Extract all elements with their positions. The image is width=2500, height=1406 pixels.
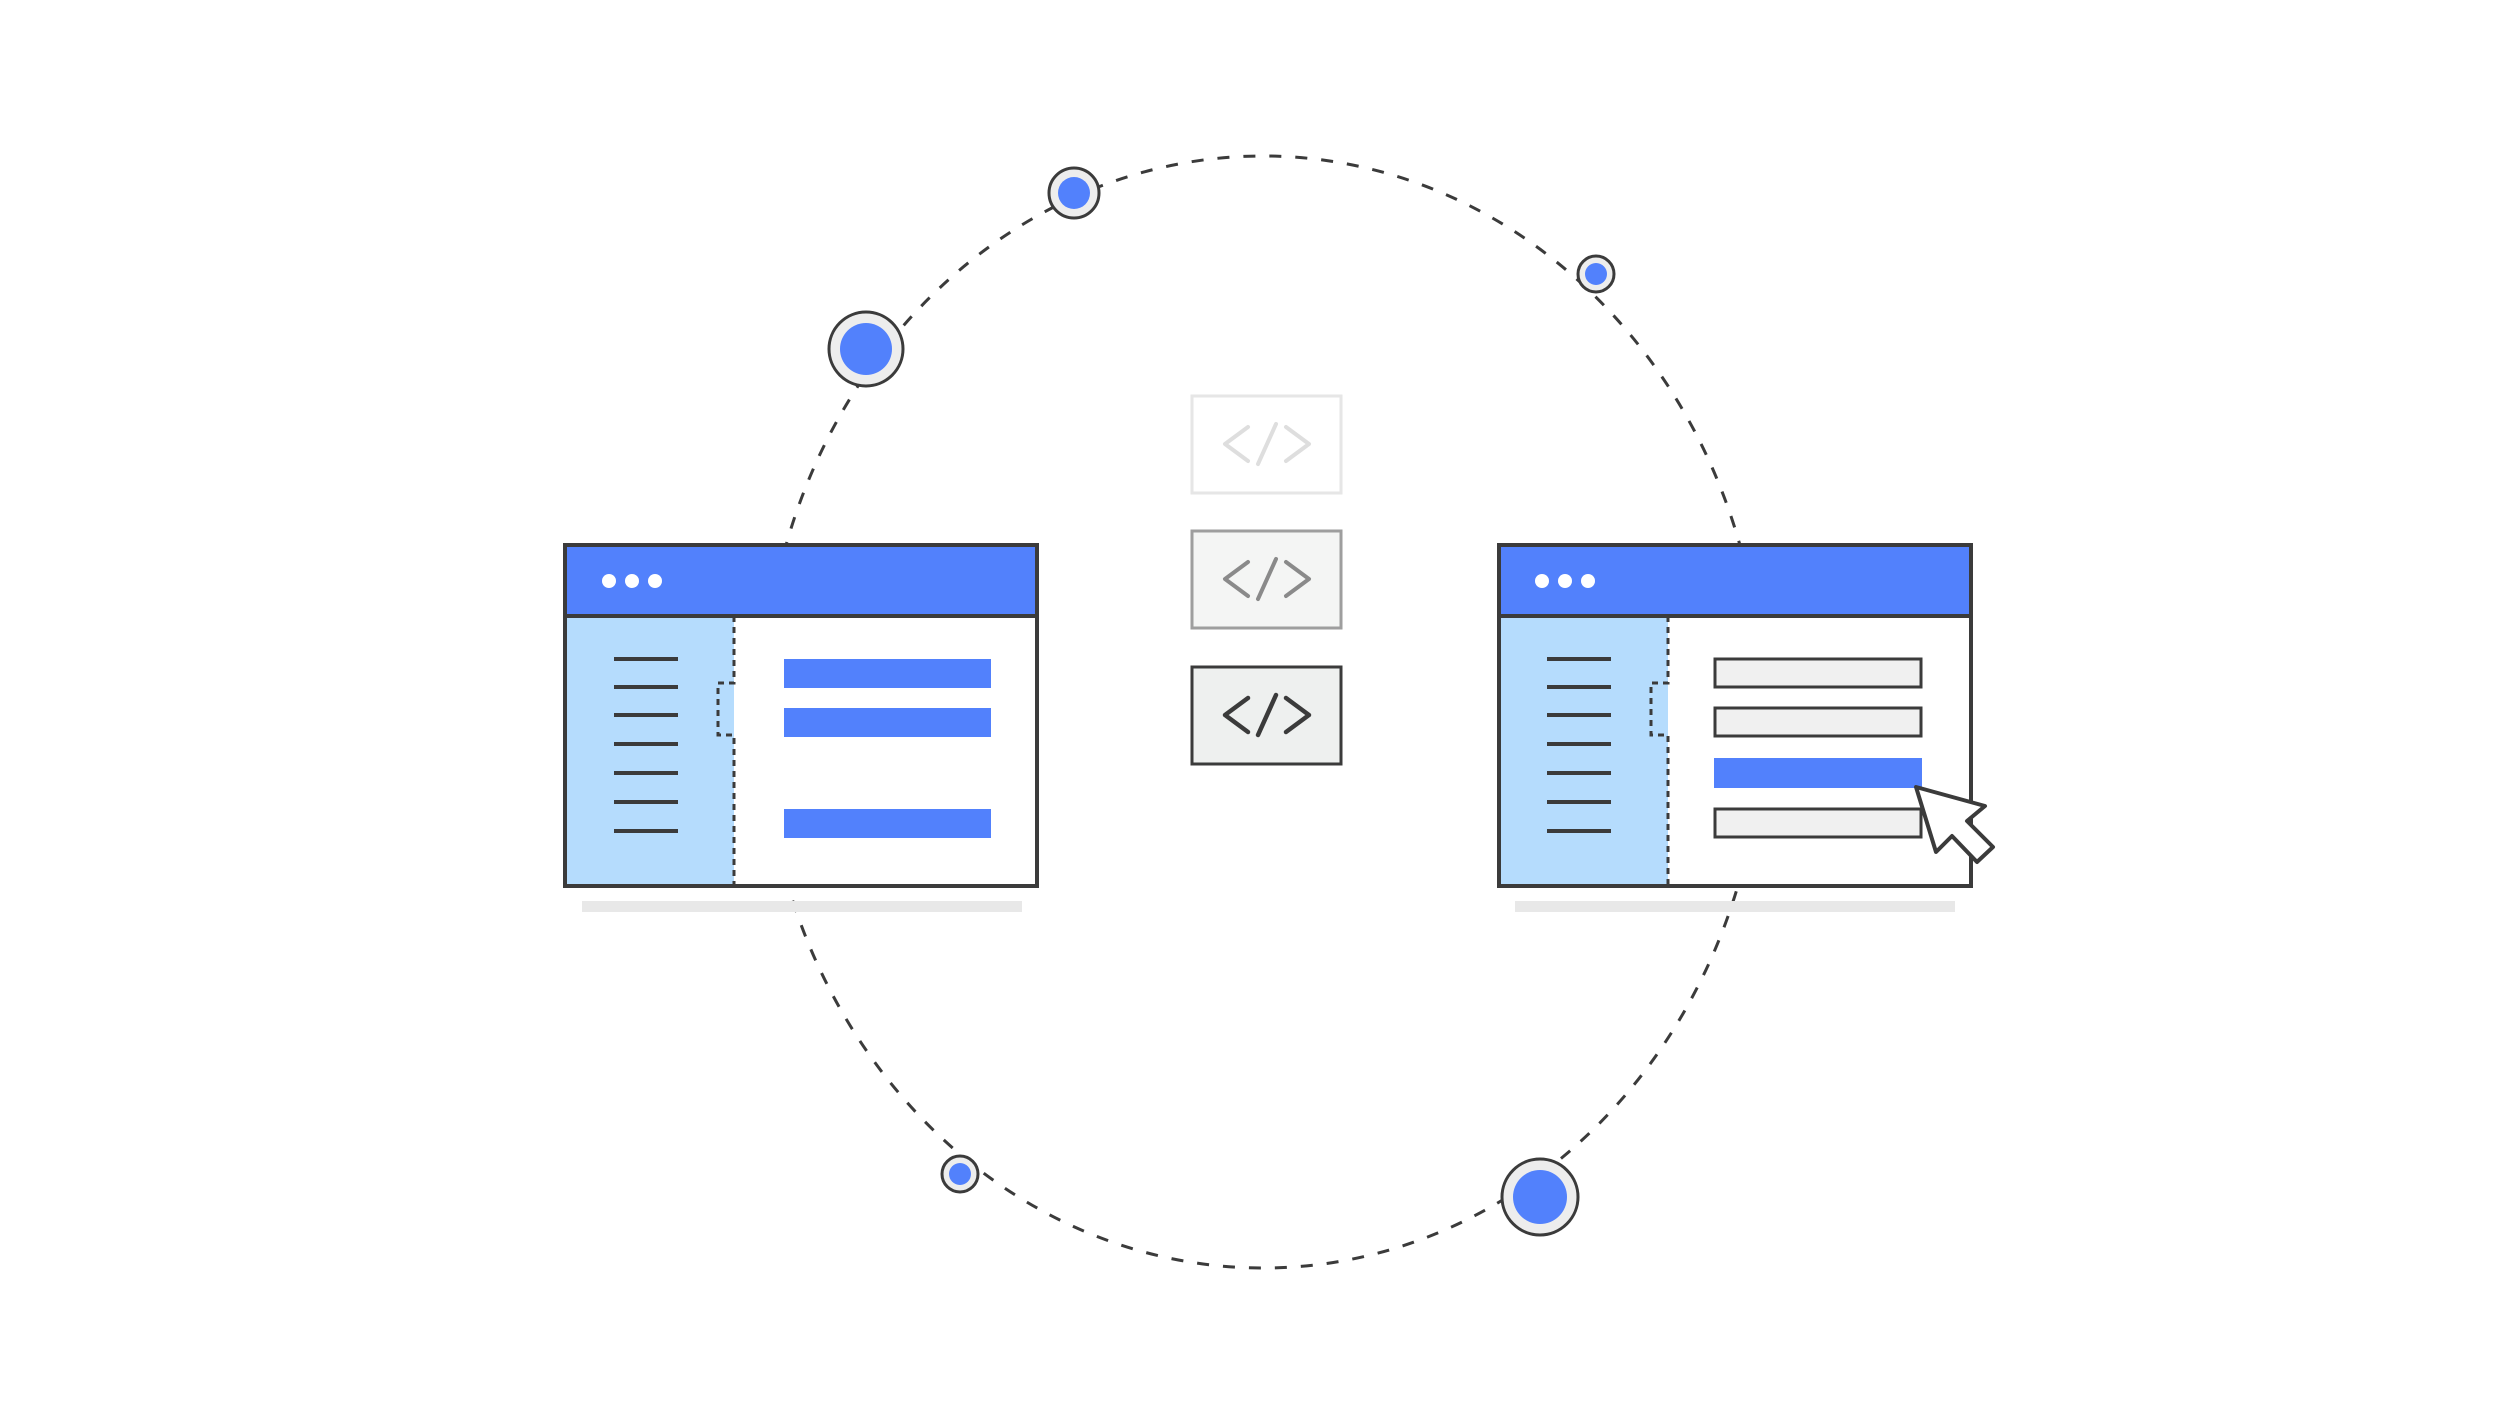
sidebar-menu-lines xyxy=(1547,657,1611,833)
orbit-node-bottom-right xyxy=(1500,1157,1580,1237)
window-shadow xyxy=(582,901,1022,912)
node-dot-icon xyxy=(1058,177,1090,209)
content-bar xyxy=(784,708,991,737)
window-sidebar xyxy=(1499,616,1668,886)
orbit-node-bottom-left xyxy=(940,1154,980,1194)
window-sidebar xyxy=(565,616,734,886)
code-snippet-mid xyxy=(1190,529,1343,630)
code-snippet-active xyxy=(1190,665,1343,766)
code-snippet-faded xyxy=(1190,394,1343,495)
list-item[interactable] xyxy=(1713,706,1923,738)
node-dot-icon xyxy=(840,323,892,375)
window-shadow xyxy=(1515,901,1955,912)
window-titlebar xyxy=(565,545,1037,616)
list-rows xyxy=(1713,657,1923,839)
window-frame xyxy=(563,543,1039,888)
node-dot-icon xyxy=(1513,1170,1567,1224)
code-icon xyxy=(1222,692,1312,738)
window-dots-icon xyxy=(602,574,662,588)
orbit-node-left xyxy=(827,310,905,388)
code-icon xyxy=(1223,557,1311,601)
orbit-node-top-left xyxy=(1047,166,1101,220)
source-window xyxy=(563,543,1039,912)
list-item-selected[interactable] xyxy=(1714,758,1922,788)
list-item[interactable] xyxy=(1713,657,1923,689)
content-bar xyxy=(784,659,991,688)
orbit-node-top-right xyxy=(1576,254,1616,294)
mouse-pointer-icon xyxy=(1914,785,1995,864)
list-item[interactable] xyxy=(1713,807,1923,839)
target-window xyxy=(1497,543,1995,912)
window-frame xyxy=(1497,543,1973,888)
code-icon xyxy=(1223,422,1311,466)
window-titlebar xyxy=(1499,545,1971,616)
content-bars xyxy=(784,659,991,838)
node-dot-icon xyxy=(1585,263,1607,285)
sidebar-menu-lines xyxy=(614,657,678,833)
node-dot-icon xyxy=(949,1163,971,1185)
content-bar xyxy=(784,809,991,838)
sidebar-divider xyxy=(716,616,736,886)
window-dots-icon xyxy=(1535,574,1595,588)
sidebar-divider xyxy=(1649,616,1670,886)
